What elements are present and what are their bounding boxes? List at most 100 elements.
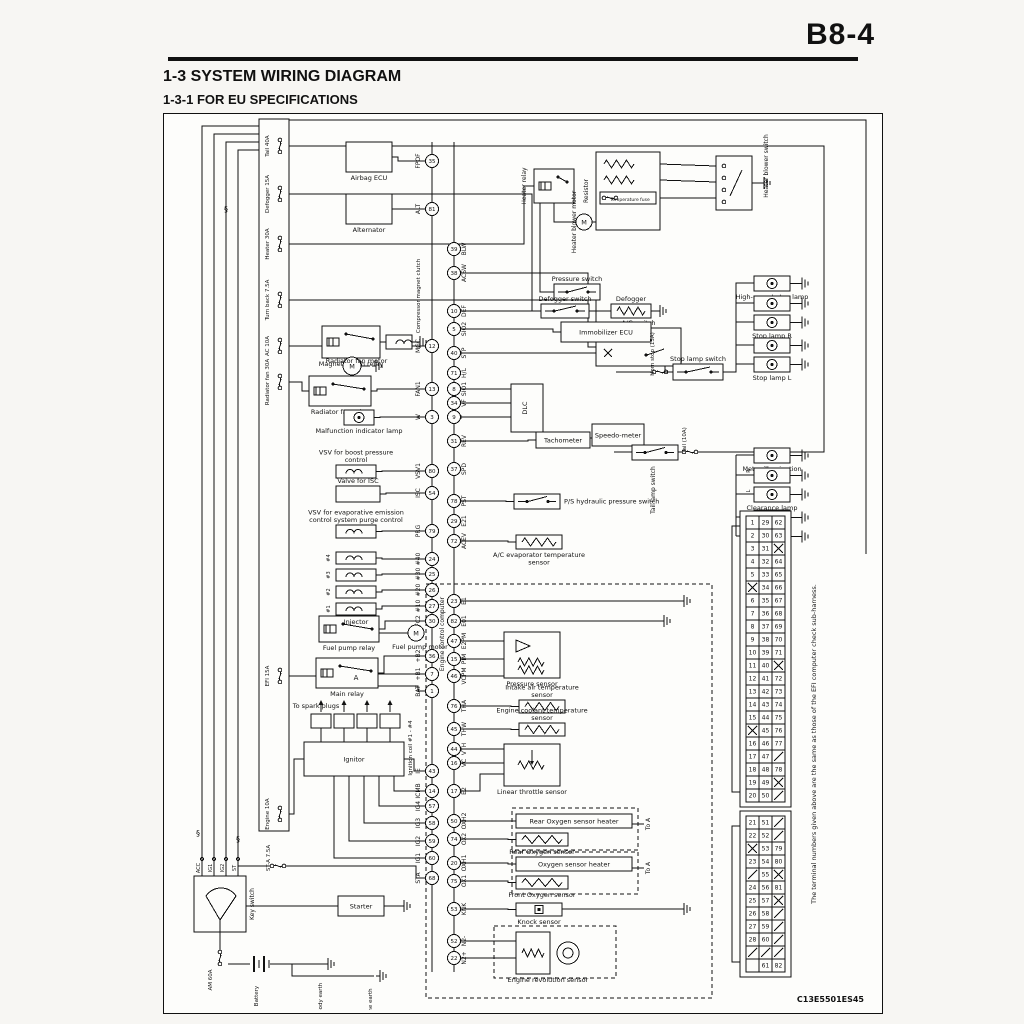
svg-text:54: 54 — [429, 491, 436, 497]
svg-text:PIM: PIM — [461, 654, 468, 665]
component-valve-for-isc: Valve for ISC — [335, 477, 381, 503]
svg-text:Fuel pump relay: Fuel pump relay — [323, 644, 375, 652]
svg-text:11: 11 — [749, 663, 757, 670]
svg-text:52: 52 — [451, 939, 458, 945]
svg-text:66: 66 — [775, 585, 783, 592]
svg-text:79: 79 — [775, 846, 783, 853]
svg-text:48: 48 — [762, 767, 770, 774]
svg-text:35: 35 — [762, 598, 770, 605]
svg-text:74: 74 — [451, 837, 458, 843]
svg-text:81: 81 — [429, 207, 436, 213]
svg-text:46: 46 — [451, 674, 458, 680]
svg-text:VSV for boost pressure: VSV for boost pressure — [319, 449, 393, 457]
svg-text:58: 58 — [429, 821, 436, 827]
svg-text:29: 29 — [451, 519, 458, 525]
component-stop-lamp-switch: Stop lamp switch — [670, 355, 726, 381]
ground-symbols — [324, 305, 691, 982]
svg-text:Pressure sensor: Pressure sensor — [506, 680, 558, 688]
svg-text:77: 77 — [775, 741, 783, 748]
svg-text:Rear Oxygen sensor: Rear Oxygen sensor — [509, 848, 575, 856]
svg-text:37: 37 — [762, 624, 770, 631]
component-keyswitch-22 — [193, 857, 247, 933]
component-front-oxygen-sensor: Front Oxygen sensor — [508, 875, 576, 899]
svg-text:40: 40 — [762, 663, 770, 670]
svg-text:25: 25 — [749, 898, 757, 905]
svg-text:61: 61 — [762, 963, 770, 970]
svg-text:Turn back 7.5A: Turn back 7.5A — [265, 279, 271, 321]
svg-text:81: 81 — [775, 885, 783, 892]
svg-text:AC 10A: AC 10A — [265, 336, 271, 356]
svg-text:SPD: SPD — [461, 463, 468, 475]
svg-text:M: M — [581, 219, 587, 227]
svg-text:Key switch: Key switch — [249, 888, 256, 920]
svg-text:VSV for evaporative emission: VSV for evaporative emission — [308, 509, 404, 517]
wires — [201, 119, 867, 977]
svg-text:Injector: Injector — [344, 618, 369, 626]
svg-text:Body earth: Body earth — [318, 982, 324, 1010]
svg-text:IG2: IG2 — [220, 864, 226, 873]
svg-text:H/L: H/L — [461, 367, 468, 378]
svg-text:N2-: N2- — [461, 936, 468, 946]
svg-text:AM 60A: AM 60A — [208, 969, 214, 990]
svg-text:Main relay: Main relay — [330, 690, 364, 698]
svg-text:56: 56 — [762, 885, 770, 892]
svg-text:BAT: BAT — [415, 685, 422, 697]
svg-text:5: 5 — [751, 572, 755, 579]
component-speedo-meter: Speedo-meter — [591, 423, 645, 447]
svg-text:To A: To A — [645, 817, 652, 831]
svg-text:Engine coolant temperature: Engine coolant temperature — [496, 707, 587, 715]
svg-text:71: 71 — [451, 371, 458, 377]
svg-text:28: 28 — [749, 937, 757, 944]
svg-text:Tail lamp switch: Tail lamp switch — [650, 466, 657, 515]
page-subtitle: 1-3-1 FOR EU SPECIFICATIONS — [163, 92, 358, 107]
svg-text:sensor: sensor — [531, 691, 553, 699]
component-knock-sensor: Knock sensor — [515, 902, 563, 926]
component-fuel-pump-relay: Fuel pump relay — [318, 615, 380, 652]
svg-text:10: 10 — [451, 309, 458, 315]
engine-control-computer-spine: Engine control computer35FPOF81ALT12MGC1… — [415, 142, 468, 972]
svg-text:45: 45 — [762, 728, 770, 735]
svg-text:38: 38 — [451, 271, 458, 277]
svg-text:Resistor: Resistor — [583, 178, 590, 203]
svg-text:T: T — [461, 415, 468, 420]
svg-text:54: 54 — [762, 859, 770, 866]
svg-text:38: 38 — [762, 637, 770, 644]
svg-text:27: 27 — [749, 924, 757, 931]
component-p-s-hydraulic-pressure-switch: P/S hydraulic pressure switch — [513, 493, 659, 510]
svg-text:10: 10 — [749, 650, 757, 657]
svg-text:R: R — [746, 469, 752, 473]
svg-text:Temperature fuse: Temperature fuse — [609, 197, 650, 203]
svg-text:16: 16 — [451, 761, 458, 767]
component-resistor: Resistor — [583, 151, 661, 231]
svg-text:9: 9 — [751, 637, 755, 644]
svg-text:Defogger switch: Defogger switch — [538, 295, 591, 303]
svg-text:49: 49 — [762, 780, 770, 787]
svg-text:Starter: Starter — [350, 903, 373, 911]
svg-text:§: § — [196, 829, 200, 838]
svg-text:53: 53 — [451, 907, 458, 913]
svg-text:39: 39 — [451, 247, 458, 253]
svg-text:24: 24 — [749, 885, 757, 892]
svg-text:75: 75 — [775, 715, 783, 722]
svg-text:20: 20 — [749, 793, 757, 800]
svg-text:ACC: ACC — [196, 862, 202, 873]
svg-text:47: 47 — [451, 639, 458, 645]
svg-text:E01: E01 — [461, 615, 468, 627]
component-immobilizer-ecu: Immobilizer ECU — [560, 321, 652, 343]
svg-text:71: 71 — [775, 650, 783, 657]
component-malfunction-indicator-lamp: Malfunction indicator lamp — [316, 409, 402, 435]
svg-text:27: 27 — [429, 604, 436, 610]
svg-text:22: 22 — [451, 956, 458, 962]
svg-text:5: 5 — [452, 327, 456, 333]
svg-text:19: 19 — [749, 780, 757, 787]
svg-text:21: 21 — [749, 820, 757, 827]
svg-text:ST-A 7.5A: ST-A 7.5A — [266, 845, 272, 871]
svg-text:M: M — [413, 630, 419, 638]
svg-text:Defogger 15A: Defogger 15A — [265, 175, 271, 213]
svg-text:To A: To A — [645, 861, 652, 875]
svg-text:IG1: IG1 — [208, 864, 214, 873]
svg-text:STA: STA — [415, 872, 422, 884]
